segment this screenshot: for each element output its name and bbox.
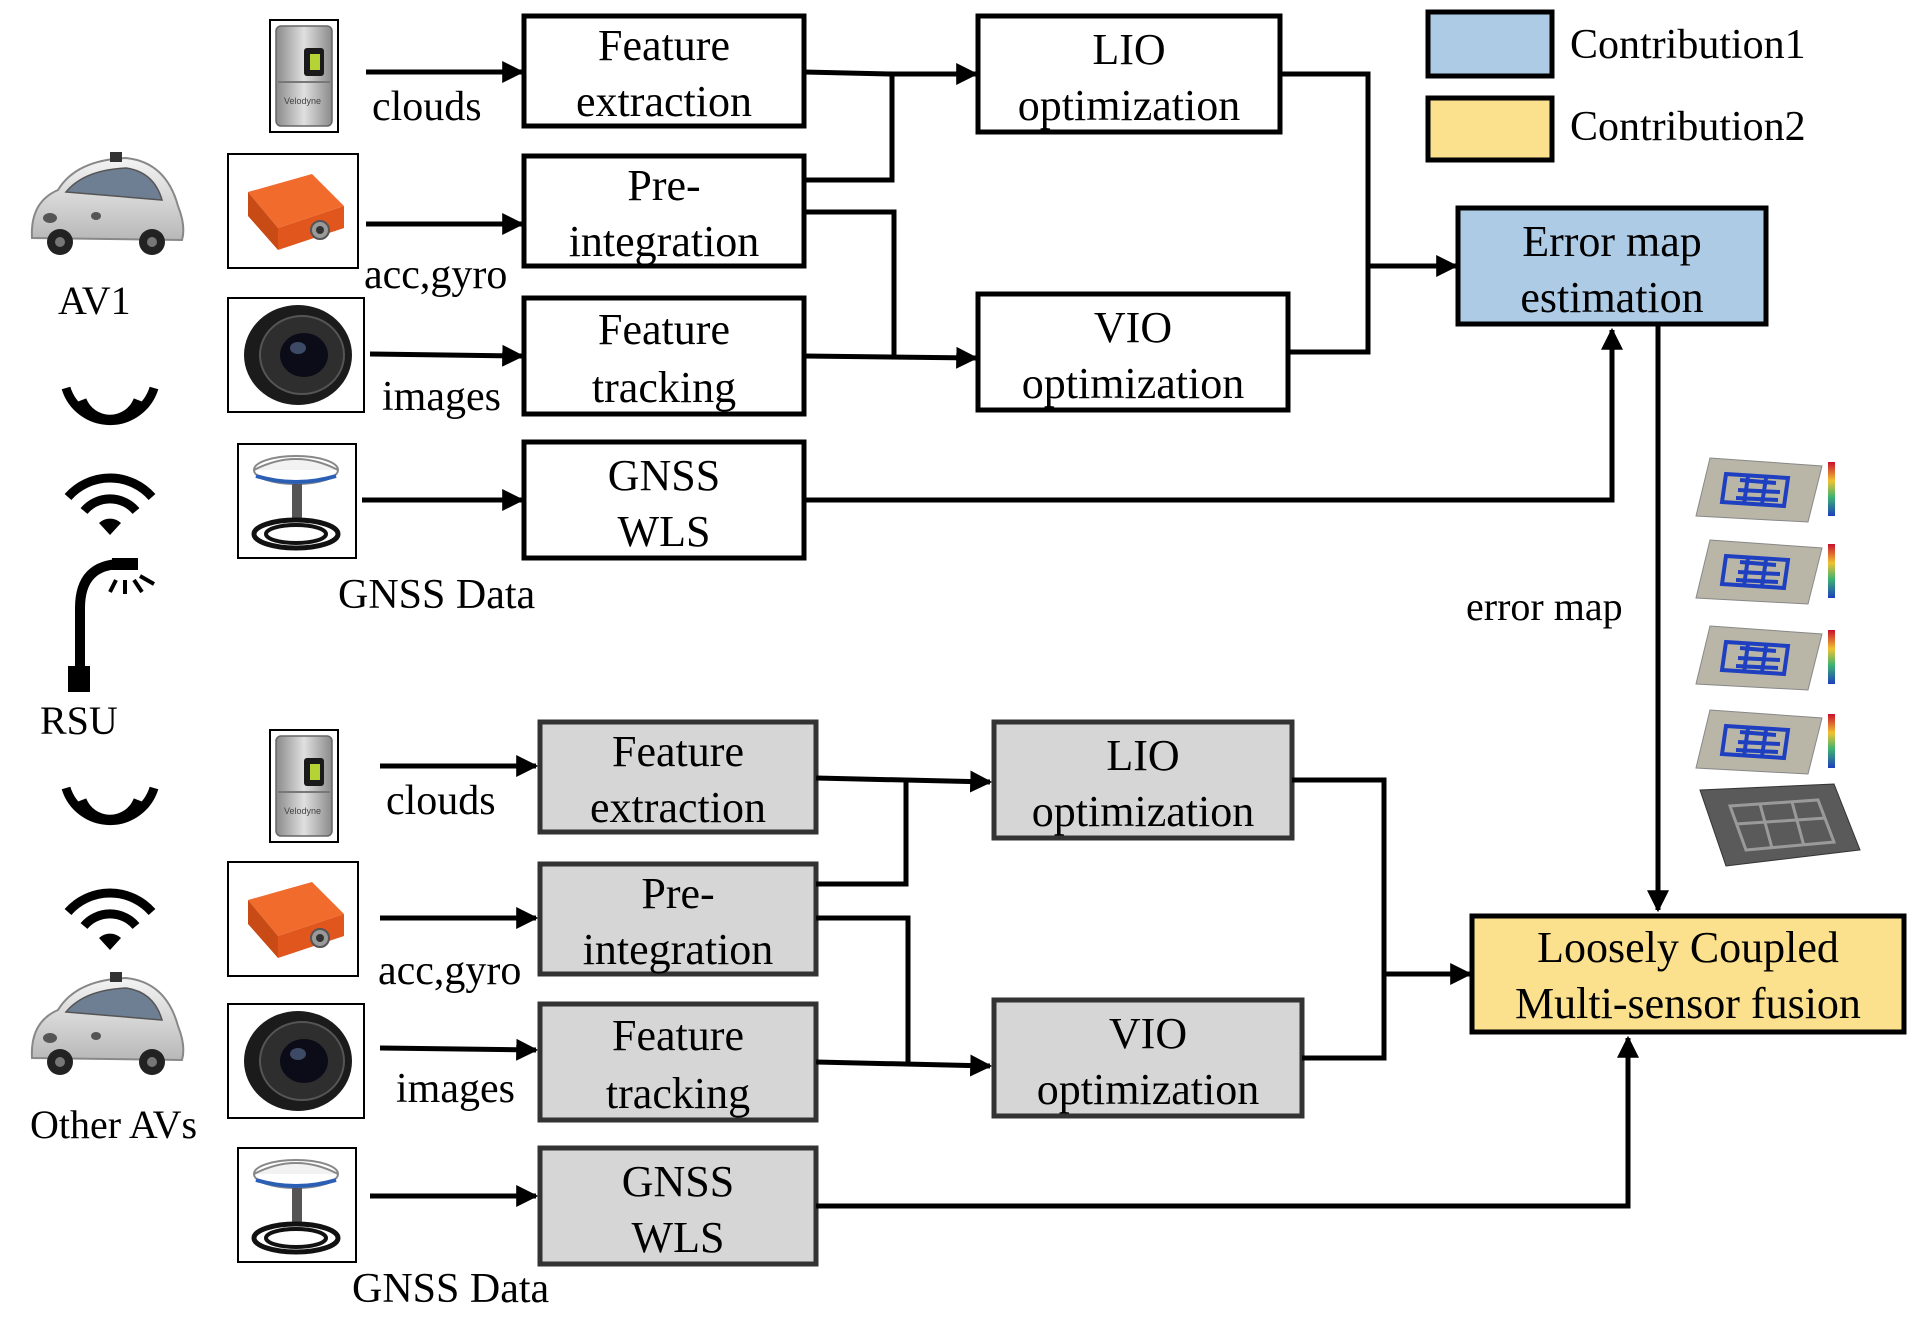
block-loosely-coupled-fusion-line1: Loosely Coupled bbox=[1537, 923, 1839, 972]
connector-preint-to-vio bbox=[804, 209, 897, 356]
block-pre-integration-line2: integration bbox=[569, 217, 760, 266]
arrow-to-lio bbox=[803, 62, 979, 86]
block-pre-integration-line2: integration bbox=[583, 925, 774, 974]
wireless-signal-icon bbox=[66, 388, 154, 421]
block-vio-optimization bbox=[975, 291, 1291, 413]
input-label-clouds: clouds bbox=[372, 84, 482, 130]
block-lio-optimization-line2: optimization bbox=[1032, 787, 1254, 836]
av1-car-icon bbox=[30, 151, 185, 256]
arrow-to-vio bbox=[803, 346, 979, 369]
velodyne-lidar-icon bbox=[269, 729, 339, 843]
connector-preint-to-lio bbox=[804, 74, 895, 183]
connector-lio-vio-merge bbox=[1292, 777, 1387, 1061]
block-pre-integration bbox=[537, 861, 819, 977]
input-label-gnss-data: GNSS Data bbox=[338, 572, 536, 618]
block-pre-integration-line1: Pre- bbox=[627, 161, 700, 210]
block-lio-optimization-line1: LIO bbox=[1106, 731, 1179, 780]
gnss-antenna-icon bbox=[238, 1148, 356, 1262]
legend-swatch-contribution1 bbox=[1425, 9, 1555, 79]
block-feature-tracking-line1: Feature bbox=[598, 305, 730, 354]
block-gnss-wls-line1: GNSS bbox=[622, 1157, 735, 1206]
connector-preint-to-vio bbox=[816, 915, 911, 1064]
arrow-images bbox=[369, 344, 525, 367]
legend-label-contribution1: Contribution1 bbox=[1570, 22, 1806, 68]
arrow-gnss-to-fusion bbox=[816, 1035, 1640, 1209]
block-vio-optimization-line1: VIO bbox=[1094, 303, 1172, 352]
arrow-to-lio bbox=[815, 770, 993, 793]
block-feature-extraction-line1: Feature bbox=[612, 727, 744, 776]
error-map-label: error map bbox=[1466, 584, 1623, 629]
arrow-gnss-to-error-map bbox=[804, 327, 1624, 503]
block-gnss-wls-line1: GNSS bbox=[608, 451, 721, 500]
block-feature-tracking bbox=[521, 295, 807, 417]
connector-preint-to-lio bbox=[816, 780, 909, 887]
block-feature-extraction-line1: Feature bbox=[598, 21, 730, 70]
block-feature-extraction bbox=[521, 13, 807, 129]
velodyne-lidar-icon bbox=[269, 19, 339, 133]
input-label-images: images bbox=[382, 374, 501, 420]
block-vio-optimization-line2: optimization bbox=[1022, 359, 1244, 408]
block-feature-extraction-line2: extraction bbox=[576, 77, 752, 126]
block-loosely-coupled-fusion bbox=[1469, 913, 1907, 1035]
error-map-stack-icon bbox=[1694, 456, 1861, 867]
imu-sensor-icon bbox=[227, 153, 359, 269]
gnss-antenna-icon bbox=[238, 444, 356, 558]
block-lio-optimization-line1: LIO bbox=[1092, 25, 1165, 74]
other-avs-label: Other AVs bbox=[30, 1102, 197, 1147]
wifi-icon bbox=[68, 893, 152, 950]
block-feature-tracking-line2: tracking bbox=[606, 1069, 750, 1118]
connector-lio-vio-merge bbox=[1280, 71, 1371, 355]
other-avs-car-icon bbox=[30, 971, 185, 1076]
wifi-icon bbox=[68, 478, 152, 535]
block-feature-tracking-line1: Feature bbox=[612, 1011, 744, 1060]
block-gnss-wls-line2: WLS bbox=[618, 507, 711, 556]
block-feature-extraction bbox=[537, 719, 819, 835]
block-lio-optimization-line2: optimization bbox=[1018, 81, 1240, 130]
streetlight-rsu-icon bbox=[68, 558, 155, 692]
block-pre-integration bbox=[521, 153, 807, 269]
block-error-map-estimation bbox=[1455, 205, 1769, 327]
input-label-acc-gyro: acc,gyro bbox=[378, 948, 521, 994]
arrow-images bbox=[379, 1038, 539, 1061]
block-feature-tracking bbox=[537, 1001, 819, 1123]
block-feature-tracking-line2: tracking bbox=[592, 363, 736, 412]
camera-lens-icon bbox=[227, 1003, 365, 1119]
imu-sensor-icon bbox=[227, 861, 359, 977]
block-feature-extraction-line2: extraction bbox=[590, 783, 766, 832]
av1-label: AV1 bbox=[58, 278, 131, 323]
input-label-clouds: clouds bbox=[386, 778, 496, 824]
block-vio-optimization bbox=[991, 997, 1305, 1119]
legend-swatch-contribution2 bbox=[1425, 95, 1555, 163]
arrow-to-vio bbox=[815, 1054, 993, 1077]
block-loosely-coupled-fusion-line2: Multi-sensor fusion bbox=[1515, 979, 1861, 1028]
block-pre-integration-line1: Pre- bbox=[641, 869, 714, 918]
input-label-acc-gyro: acc,gyro bbox=[364, 252, 507, 298]
block-error-map-estimation-line2: estimation bbox=[1520, 273, 1703, 322]
camera-lens-icon bbox=[227, 297, 365, 413]
block-error-map-estimation-line1: Error map bbox=[1522, 217, 1702, 266]
block-vio-optimization-line1: VIO bbox=[1109, 1009, 1187, 1058]
input-label-images: images bbox=[396, 1066, 515, 1112]
rsu-label: RSU bbox=[40, 698, 118, 743]
wireless-signal-icon bbox=[66, 788, 154, 821]
block-vio-optimization-line2: optimization bbox=[1037, 1065, 1259, 1114]
input-label-gnss-data: GNSS Data bbox=[352, 1266, 550, 1312]
legend-label-contribution2: Contribution2 bbox=[1570, 104, 1806, 150]
block-gnss-wls bbox=[521, 439, 807, 561]
block-gnss-wls bbox=[537, 1145, 819, 1267]
block-gnss-wls-line2: WLS bbox=[632, 1213, 725, 1262]
